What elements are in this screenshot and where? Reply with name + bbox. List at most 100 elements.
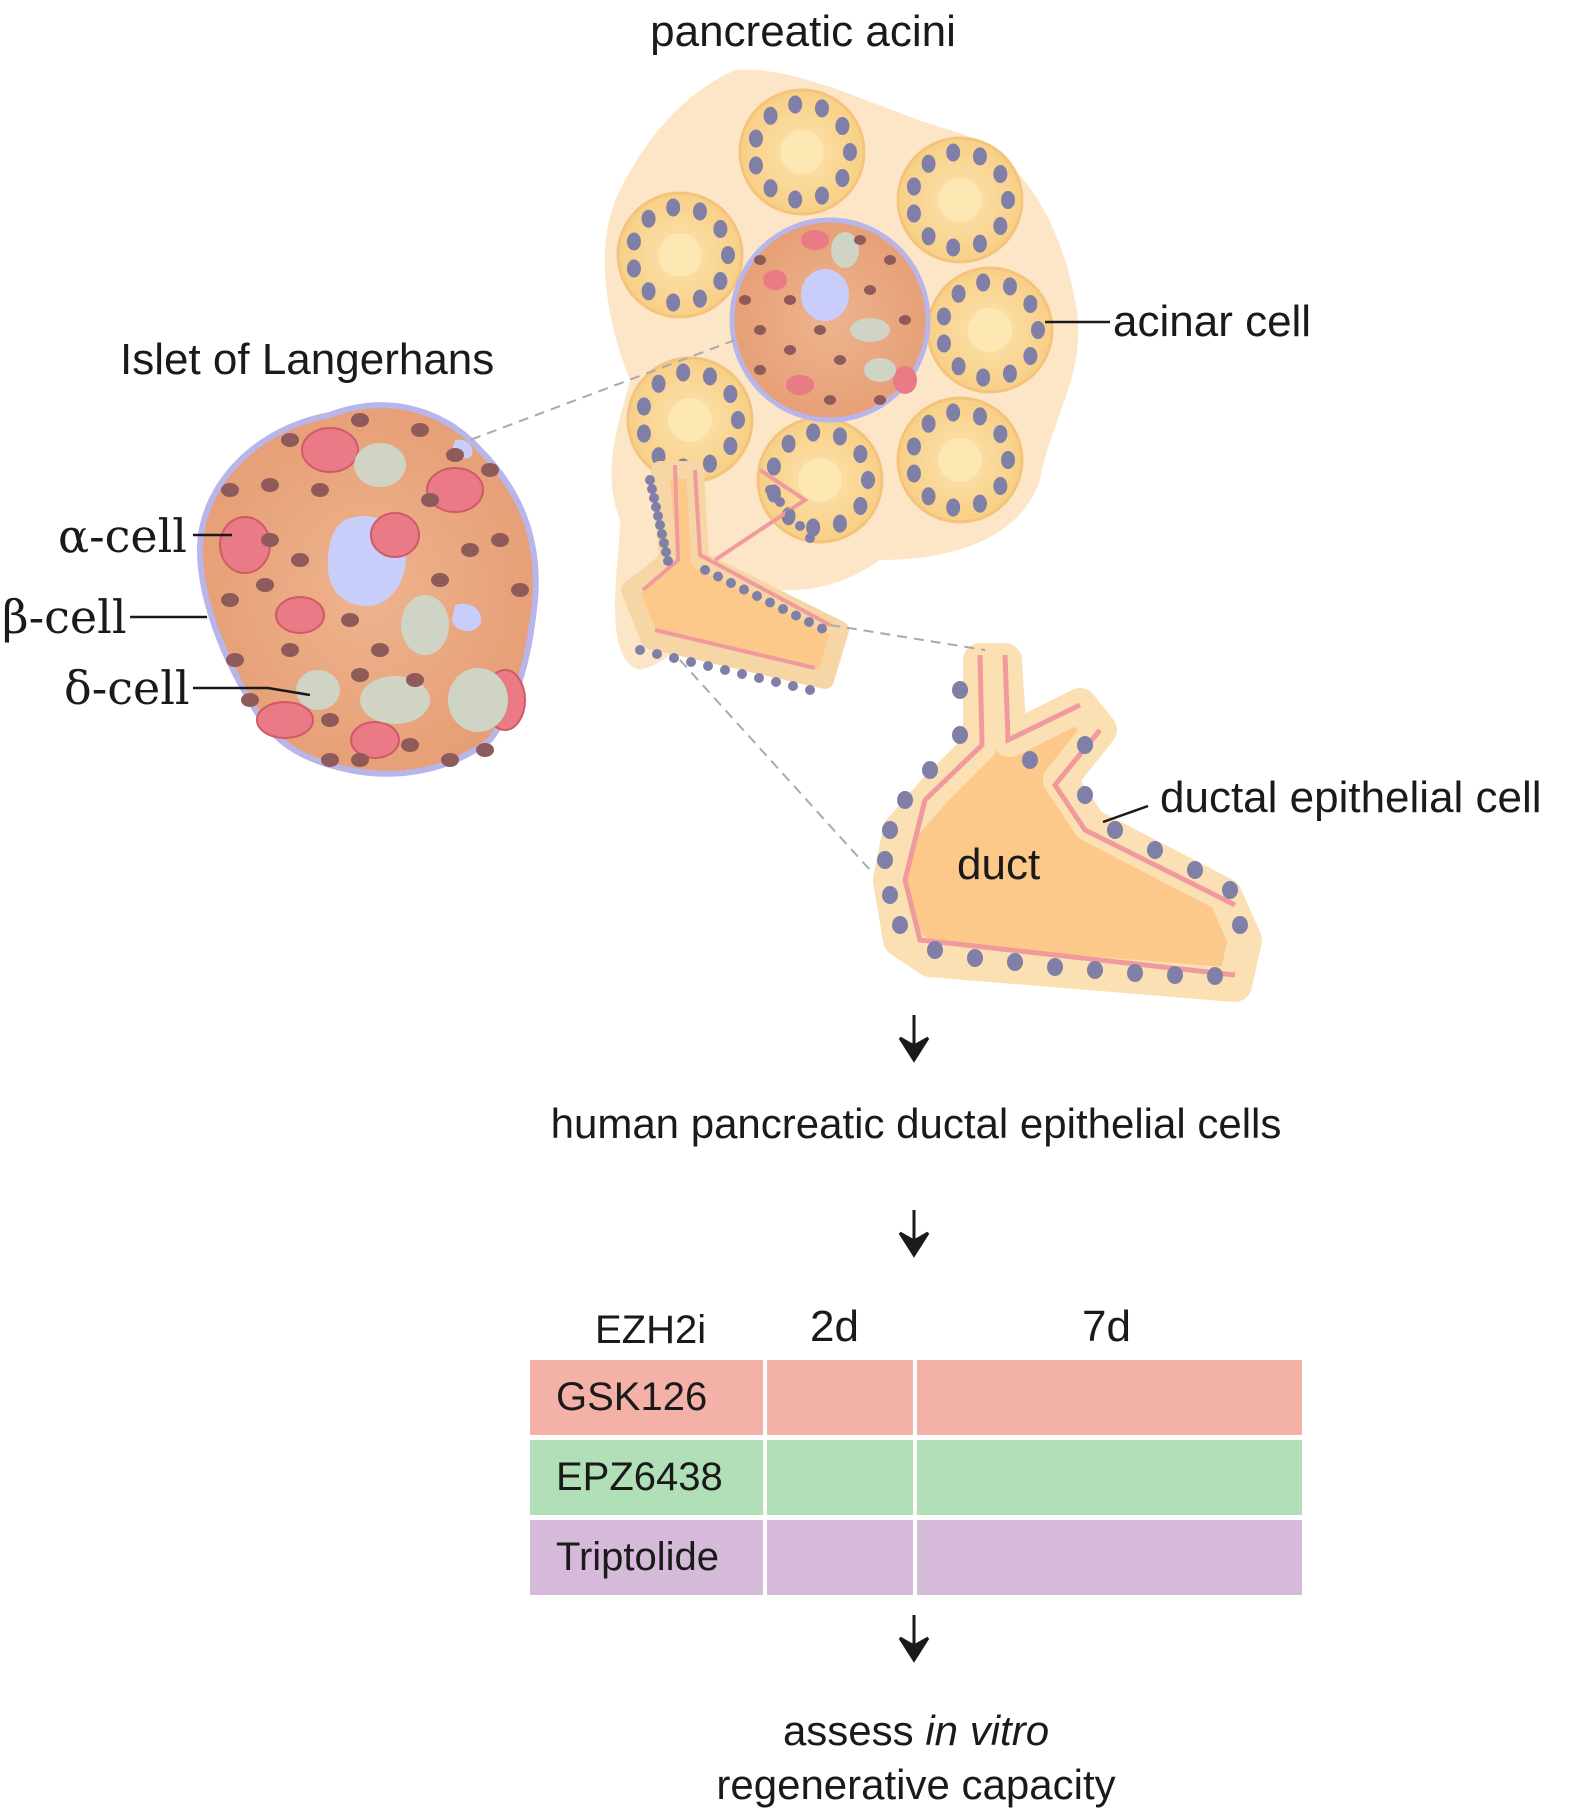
acinar-cell-label: acinar cell (1113, 297, 1312, 346)
acinar-nucleus (976, 273, 991, 292)
acinar-nucleus (946, 403, 961, 422)
duct-nucleus (1022, 751, 1038, 769)
small-islet (729, 217, 931, 423)
row-7d-cell (917, 1520, 1302, 1595)
acinar-nucleus (835, 168, 850, 187)
islet-nucleus (476, 743, 494, 757)
dashed-connectors (469, 339, 986, 871)
islet-label: Islet of Langerhans (120, 335, 495, 384)
islet-nucleus (441, 753, 459, 767)
islet-nucleus (221, 483, 239, 497)
islet-nucleus (739, 295, 751, 305)
row-name-cell (530, 1440, 763, 1515)
acinar-nucleus (853, 445, 868, 464)
duct-nucleus (765, 485, 775, 495)
acinar-nucleus (723, 385, 738, 404)
duct-nucleus (1222, 881, 1238, 899)
acinar-nucleus (853, 496, 868, 515)
acinar-nuclei (626, 95, 1045, 537)
islet-nucleus (291, 553, 309, 567)
row-2d-cell (767, 1360, 913, 1435)
islet-nucleus (261, 533, 279, 547)
acinar-nucleus (906, 177, 921, 196)
acinar-nucleus (641, 209, 656, 228)
islet-nucleus (446, 448, 464, 462)
acinar-nucleus (666, 198, 681, 217)
islet-nucleus (481, 463, 499, 477)
islet-nucleus (754, 255, 766, 265)
duct-nucleus (1232, 916, 1248, 934)
down-arrow (898, 1615, 930, 1663)
duct-nucleus (805, 685, 815, 695)
acinar-nucleus (843, 143, 857, 161)
table-header-2d: 2d (810, 1302, 859, 1351)
duct-nucleus (669, 653, 679, 663)
islet-nucleus (411, 423, 429, 437)
islet-nucleus (899, 315, 911, 325)
leader-lines (130, 320, 1149, 824)
islet-nucleus (491, 533, 509, 547)
acinar-nucleus (906, 464, 921, 483)
acinar-nucleus (972, 494, 987, 513)
islet-nucleus (321, 753, 339, 767)
ductal-cell-label: ductal epithelial cell (1160, 773, 1542, 822)
duct-nucleus (655, 520, 665, 530)
islet-nucleus (431, 573, 449, 587)
duct-nucleus (645, 475, 655, 485)
acinar-nucleus (1002, 364, 1017, 383)
small-islet-nuclei (739, 235, 911, 405)
duct-nucleus (663, 556, 673, 566)
islet-nucleus (226, 653, 244, 667)
table-header-agent: EZH2i (595, 1308, 707, 1352)
acinar-nucleus (832, 427, 847, 446)
duct-nucleus (737, 669, 747, 679)
duct-nucleus (765, 597, 775, 608)
acinar-nucleus (1001, 451, 1015, 469)
acinar-nucleus (626, 259, 641, 278)
acinar-nucleus (766, 457, 781, 476)
acinar-nucleus (806, 423, 821, 442)
islet-nucleus (421, 493, 439, 507)
duct-nucleus (1127, 964, 1143, 982)
acinar-nucleus (814, 99, 829, 118)
row-label: EPZ6438 (556, 1455, 723, 1499)
acinar-nucleus (972, 407, 987, 426)
acinar-nucleus (814, 186, 829, 205)
duct-nucleus (635, 645, 645, 655)
down-arrow (898, 1015, 930, 1063)
duct-nucleus (1187, 861, 1203, 879)
islet-nucleus (754, 325, 766, 335)
acinar-nucleus (921, 414, 936, 433)
islet-nucleus (351, 413, 369, 427)
acinar-nucleus (788, 190, 803, 209)
islet-nucleus (874, 395, 886, 405)
acinar-nucleus (748, 156, 763, 175)
duct-nucleus (795, 521, 805, 531)
acinar-nucleus (936, 307, 951, 326)
acinar-nucleus (731, 411, 745, 429)
acinar-nucleus (993, 216, 1008, 235)
duct-nucleus (647, 484, 657, 494)
duct-nucleus (652, 649, 662, 659)
duct-nucleus (703, 661, 713, 671)
duct-nucleus (649, 493, 659, 503)
acinar-nucleus (788, 95, 803, 114)
delta-cells (296, 443, 508, 732)
duct-nucleus (686, 657, 696, 667)
islet-nucleus (834, 355, 846, 365)
acinar-nucleus (1002, 277, 1017, 296)
duct-nucleus (922, 761, 938, 779)
acinar-nucleus (1031, 321, 1045, 339)
islet-nucleus (371, 643, 389, 657)
duct-nucleus (659, 538, 669, 548)
duct-nucleus (713, 571, 723, 582)
islet-nucleus (256, 578, 274, 592)
duct-nucleus (877, 851, 893, 869)
islet-nucleus (281, 433, 299, 447)
large-duct (873, 643, 1262, 1002)
acinar-nucleus (976, 368, 991, 387)
duct-nucleus (804, 617, 814, 627)
islet-nucleus (281, 643, 299, 657)
islet-nucleus (884, 255, 896, 265)
row-label: Triptolide (556, 1535, 720, 1579)
